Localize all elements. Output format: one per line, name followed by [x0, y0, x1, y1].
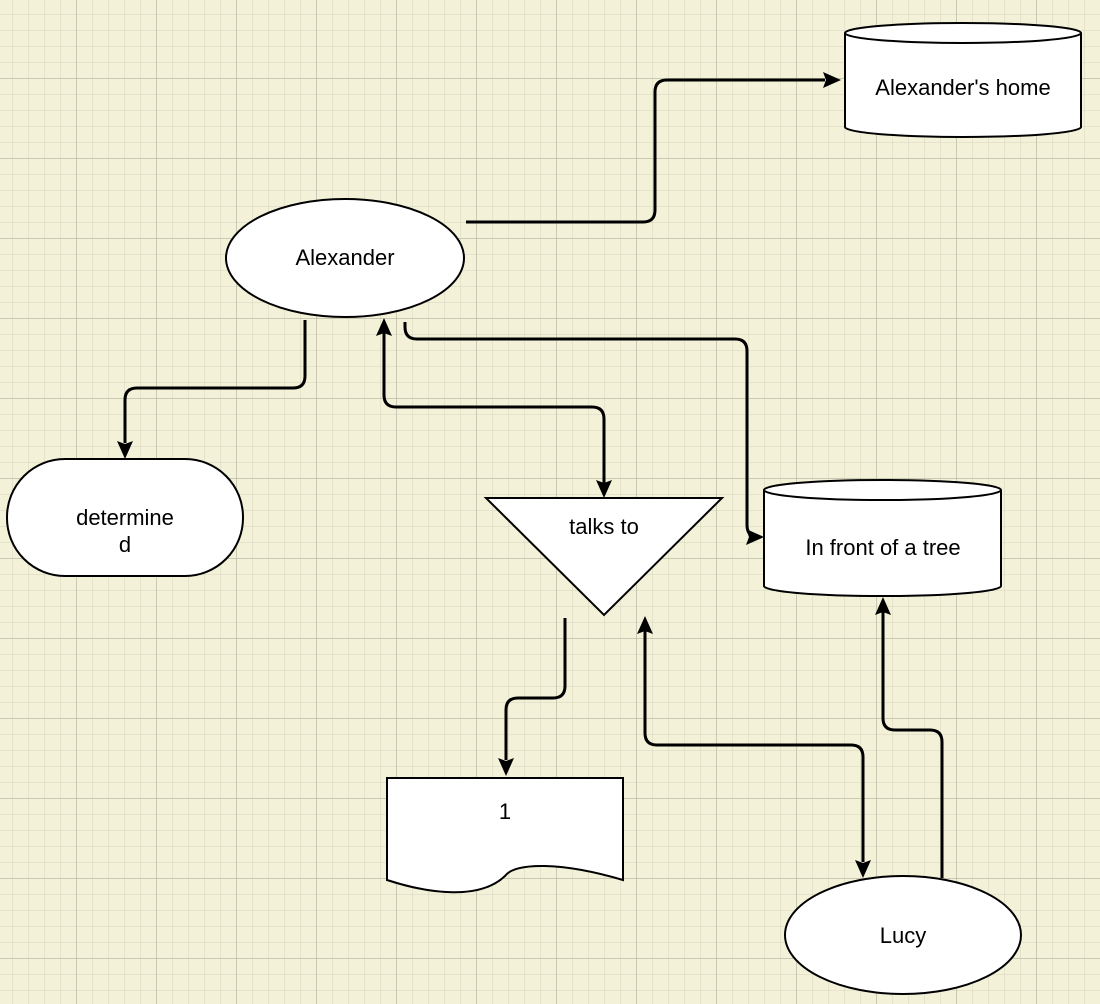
edge-alexander-talks-to[interactable]	[382, 330, 606, 483]
arrowhead	[875, 597, 891, 615]
node-talks-to[interactable]: talks to	[483, 497, 725, 617]
arrowheads	[117, 72, 891, 878]
arrowhead	[596, 480, 612, 498]
arrowhead	[498, 758, 514, 776]
node-lucy[interactable]: Lucy	[784, 875, 1022, 995]
node-document-1[interactable]: 1	[386, 777, 624, 894]
node-determined[interactable]: determine d	[6, 458, 244, 577]
node-label: Alexander	[295, 245, 394, 270]
arrowhead	[855, 860, 871, 878]
node-label: In front of a tree	[805, 535, 960, 560]
edge-alexander-to-home[interactable]	[466, 78, 825, 224]
node-in-front-of-tree[interactable]: In front of a tree	[763, 478, 1002, 598]
edge-alexander-to-determined[interactable]	[123, 320, 307, 443]
node-alexander[interactable]: Alexander	[225, 198, 465, 318]
node-label: Lucy	[880, 923, 926, 948]
edge-talks-to-document[interactable]	[504, 618, 567, 760]
edge-lucy-to-tree[interactable]	[881, 612, 944, 878]
arrowhead	[376, 318, 392, 336]
node-label: 1	[499, 799, 511, 824]
arrowhead	[746, 529, 764, 545]
node-label-line1: determine	[76, 505, 174, 530]
node-label: Alexander's home	[875, 75, 1050, 100]
node-label-line2: d	[119, 532, 131, 557]
arrowhead	[637, 616, 653, 634]
arrowhead	[117, 441, 133, 459]
edge-talks-to-lucy[interactable]	[643, 628, 865, 862]
node-alexanders-home[interactable]: Alexander's home	[844, 22, 1082, 138]
arrowhead	[823, 72, 841, 88]
node-label: talks to	[569, 514, 639, 539]
